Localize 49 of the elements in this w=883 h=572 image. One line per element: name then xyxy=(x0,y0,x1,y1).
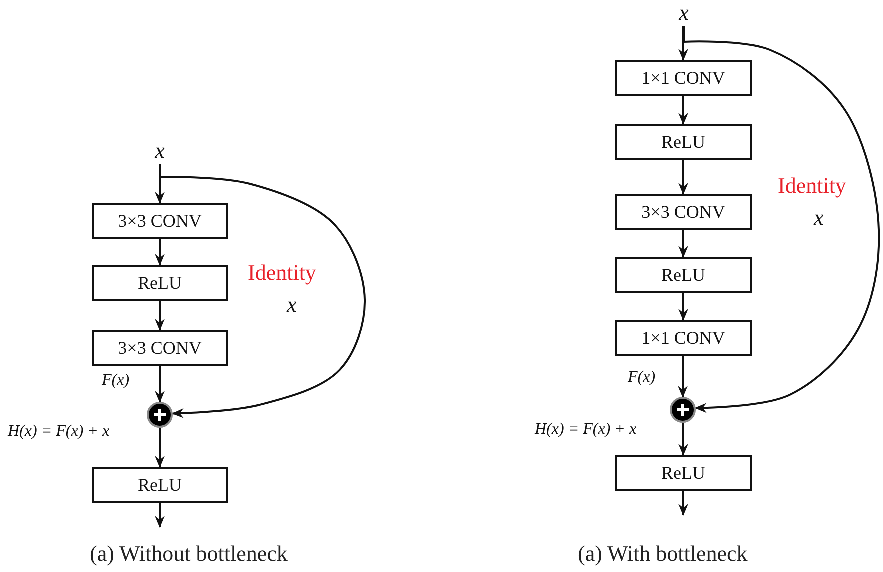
arrow xyxy=(155,239,165,266)
arrow xyxy=(678,356,688,398)
layer-box xyxy=(92,203,228,239)
variable-label: x xyxy=(287,292,297,318)
layer-box xyxy=(615,320,752,356)
skip-connection-arrow xyxy=(683,26,880,414)
sum-circle xyxy=(670,397,696,423)
caption: (a) With bottleneck xyxy=(578,541,748,567)
arrow xyxy=(678,491,688,516)
arrow xyxy=(155,503,165,528)
edge-label: F(x) xyxy=(628,369,656,387)
layer-name: ReLU xyxy=(662,462,706,484)
layer-box xyxy=(615,257,752,293)
arrow xyxy=(678,26,688,61)
sum-circle xyxy=(147,402,173,428)
edge-label: H(x) = F(x) + x xyxy=(8,423,110,441)
edge-label: F(x) xyxy=(102,372,130,390)
skip-connection-arrow xyxy=(159,164,366,418)
layer-box xyxy=(615,194,752,230)
layer-name: ReLU xyxy=(662,132,706,152)
arrow xyxy=(678,423,688,456)
identity-label: Identity xyxy=(778,173,846,199)
layer-name: ReLU xyxy=(662,264,706,286)
variable-label: x xyxy=(814,205,824,231)
layer-box xyxy=(615,455,752,491)
arrow xyxy=(155,428,165,468)
layer-name: 3×3 CONV xyxy=(642,202,726,222)
arrow xyxy=(155,301,165,331)
arrow xyxy=(678,160,688,195)
arrow xyxy=(678,293,688,321)
layer-box xyxy=(92,265,228,301)
edge-label: H(x) = F(x) + x xyxy=(535,421,637,439)
input-label: x xyxy=(151,138,169,164)
layer-name: 1×1 CONV xyxy=(642,68,726,88)
arrow xyxy=(155,366,165,403)
layer-name: ReLU xyxy=(138,474,182,496)
arrow xyxy=(678,230,688,258)
arrow xyxy=(678,96,688,125)
layer-box xyxy=(92,330,228,366)
input-label: x xyxy=(675,0,693,26)
layer-name: ReLU xyxy=(138,272,182,294)
layer-box xyxy=(615,60,752,96)
layer-name: 1×1 CONV xyxy=(642,328,726,348)
layer-name: 3×3 CONV xyxy=(118,338,202,358)
layer-box xyxy=(92,467,228,503)
layer-name: 3×3 CONV xyxy=(118,210,202,232)
layer-box xyxy=(615,124,752,160)
identity-label: Identity xyxy=(248,260,316,286)
caption: (a) Without bottleneck xyxy=(90,541,288,567)
